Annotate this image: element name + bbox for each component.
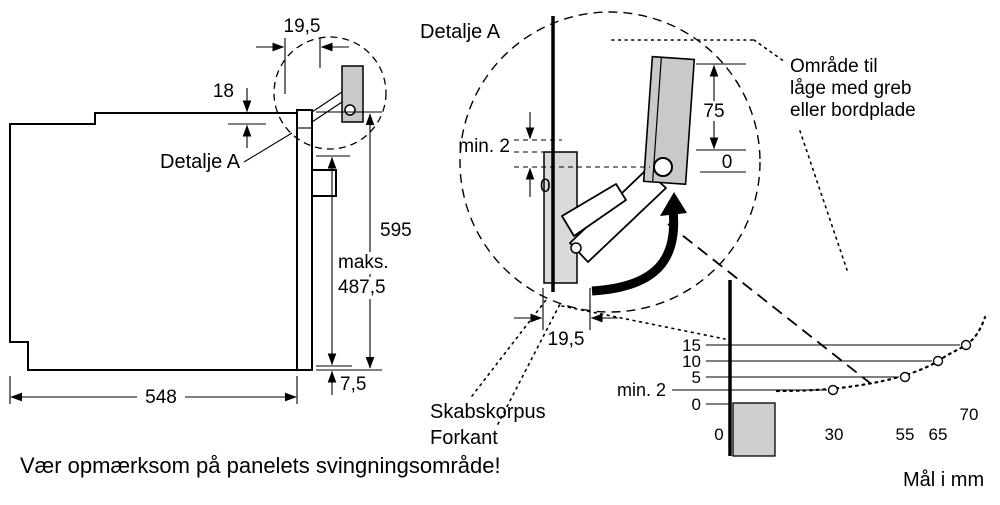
oven-front-fascia (296, 109, 313, 371)
panel-depth-dimension (514, 288, 618, 330)
curve-point-markers (827, 339, 972, 396)
leader-to-area-note (753, 39, 786, 63)
left-view-dimensions (9, 38, 382, 404)
548-label-backer (137, 387, 185, 407)
dim-min-2-label: min. 2 (458, 136, 510, 157)
chart-ytick-15: 15 (682, 336, 701, 355)
units-label: Mål i mm (903, 469, 984, 491)
chart-xtick-0: 0 (714, 425, 723, 444)
detail-a-title: Detalje A (420, 21, 501, 43)
forkant-label: Forkant (430, 427, 498, 449)
75-label-backer (702, 101, 726, 121)
dim-18-label: 18 (213, 81, 234, 102)
dim-maks-label: maks. (338, 252, 389, 273)
detail-a-view: Detalje A min. 2 0 (420, 11, 916, 384)
dim-19-5-top-label: 19,5 (284, 16, 321, 37)
footer-labels: Vær opmærksom på panelets svingningsområ… (20, 453, 984, 491)
leader-area-note-down (799, 130, 848, 271)
chart-xtick-55: 55 (896, 425, 915, 444)
dim-548-label: 548 (145, 387, 177, 408)
cabinet-panel-section (732, 402, 776, 457)
leader-skabskorpus-to-detail (471, 299, 547, 397)
dim-0-handle-label: 0 (722, 152, 733, 173)
hinge-arm-upper (561, 183, 627, 237)
swing-warning-text: Vær opmærksom på panelets svingningsområ… (20, 453, 501, 478)
dim-19-5-detail-label: 19,5 (548, 329, 585, 350)
area-note-line1: Område til (790, 56, 878, 77)
hinge-line-1 (311, 91, 343, 113)
chart-xtick-70: 70 (960, 405, 979, 424)
4875-label-backer (334, 277, 398, 299)
swing-trajectory-dashed (667, 223, 871, 384)
dim-595-label: 595 (380, 220, 412, 241)
chart-xtick-30: 30 (825, 425, 844, 444)
detail-leader-line (243, 132, 293, 163)
clearance-chart: 15 10 5 min. 2 0 0 30 55 65 70 Skabskorp… (430, 280, 987, 457)
oven-side-view: 19,5 18 Detalje A 595 maks. 487,5 548 7,… (9, 16, 412, 408)
chart-min-2-label: min. 2 (617, 380, 666, 400)
dim-487-5-label: 487,5 (338, 277, 386, 298)
swing-arrow-shaft (591, 209, 679, 296)
oven-body-outline (9, 112, 298, 371)
chart-ytick-10: 10 (682, 352, 701, 371)
chart-xtick-65: 65 (929, 425, 948, 444)
leader-to-chart-axis (561, 305, 726, 340)
clearance-curve (775, 315, 987, 393)
dim-0-front-label: 0 (540, 176, 551, 197)
maks-label-backer (336, 252, 394, 274)
door-panel (642, 55, 696, 186)
dim-75-label: 75 (703, 101, 724, 122)
chart-ytick-0: 0 (692, 395, 701, 414)
detail-a-callout-label: Detalje A (160, 151, 241, 173)
hinge-pin (653, 157, 673, 177)
hinge-pivot (570, 242, 582, 254)
detail-callout-circle (273, 36, 387, 150)
chart-grid-lines (672, 344, 960, 405)
detail-gap-dimensions (514, 112, 650, 197)
swing-arrow-head (660, 192, 687, 216)
area-note-line2: låge med greb (790, 78, 911, 99)
detail-a-circle (459, 11, 761, 313)
chart-ytick-5: 5 (692, 368, 701, 387)
skabskorpus-label: Skabskorpus (430, 401, 546, 423)
hinge-pin-small (344, 104, 356, 116)
leader-forkant-to-detail (497, 303, 561, 425)
area-note-line3: eller bordplade (790, 100, 916, 121)
dim-7-5-label: 7,5 (340, 374, 366, 395)
